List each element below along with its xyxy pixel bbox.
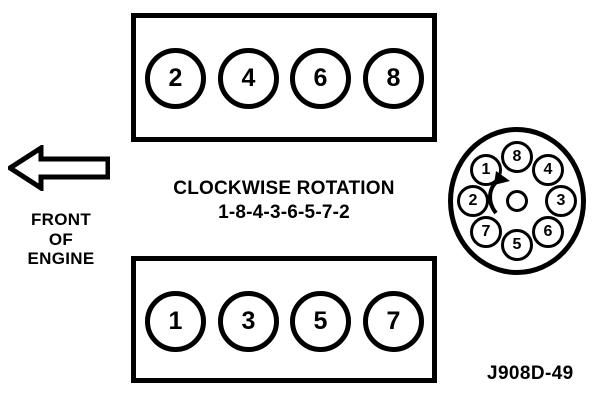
rotor-shaft-circle [506, 190, 528, 212]
front-of-engine-label: FRONT OF ENGINE [5, 210, 117, 269]
clockwise-rotation-label: CLOCKWISE ROTATION [173, 178, 395, 199]
front-of-engine-line-2: OF [48, 229, 74, 249]
distributor-terminal: 2 [457, 185, 489, 217]
distributor-terminal: 3 [545, 185, 577, 217]
distributor-cap: 8 4 3 6 5 7 2 1 [448, 127, 588, 277]
cylinder-circle: 3 [218, 291, 279, 352]
front-of-engine-line-3: ENGINE [27, 249, 95, 269]
rotation-text-block: CLOCKWISE ROTATION 1-8-4-3-6-5-7-2 [131, 178, 437, 225]
cylinder-circle: 8 [363, 48, 424, 109]
distributor-terminal: 8 [501, 141, 533, 173]
cylinder-circle: 1 [145, 291, 206, 352]
cylinder-circle: 6 [290, 48, 351, 109]
clockwise-rotation-arrow-icon [486, 171, 520, 215]
distributor-terminal: 4 [532, 154, 564, 186]
cylinder-circle: 5 [290, 291, 351, 352]
front-of-engine-line-1: FRONT [30, 210, 92, 229]
distributor-terminal: 1 [470, 154, 502, 186]
cylinder-circle: 4 [218, 48, 279, 109]
front-of-engine-arrow-icon [8, 145, 110, 191]
cylinder-bank-top: 2 4 6 8 [131, 13, 437, 142]
distributor-terminal: 6 [532, 216, 564, 248]
figure-caption: J908D-49 [487, 363, 574, 384]
firing-order-sequence: 1-8-4-3-6-5-7-2 [218, 201, 350, 223]
distributor-terminal: 5 [501, 229, 533, 261]
distributor-terminal: 7 [470, 216, 502, 248]
cylinder-circle: 7 [363, 291, 424, 352]
cylinder-bank-bottom: 1 3 5 7 [131, 256, 437, 383]
cylinder-circle: 2 [145, 48, 206, 109]
